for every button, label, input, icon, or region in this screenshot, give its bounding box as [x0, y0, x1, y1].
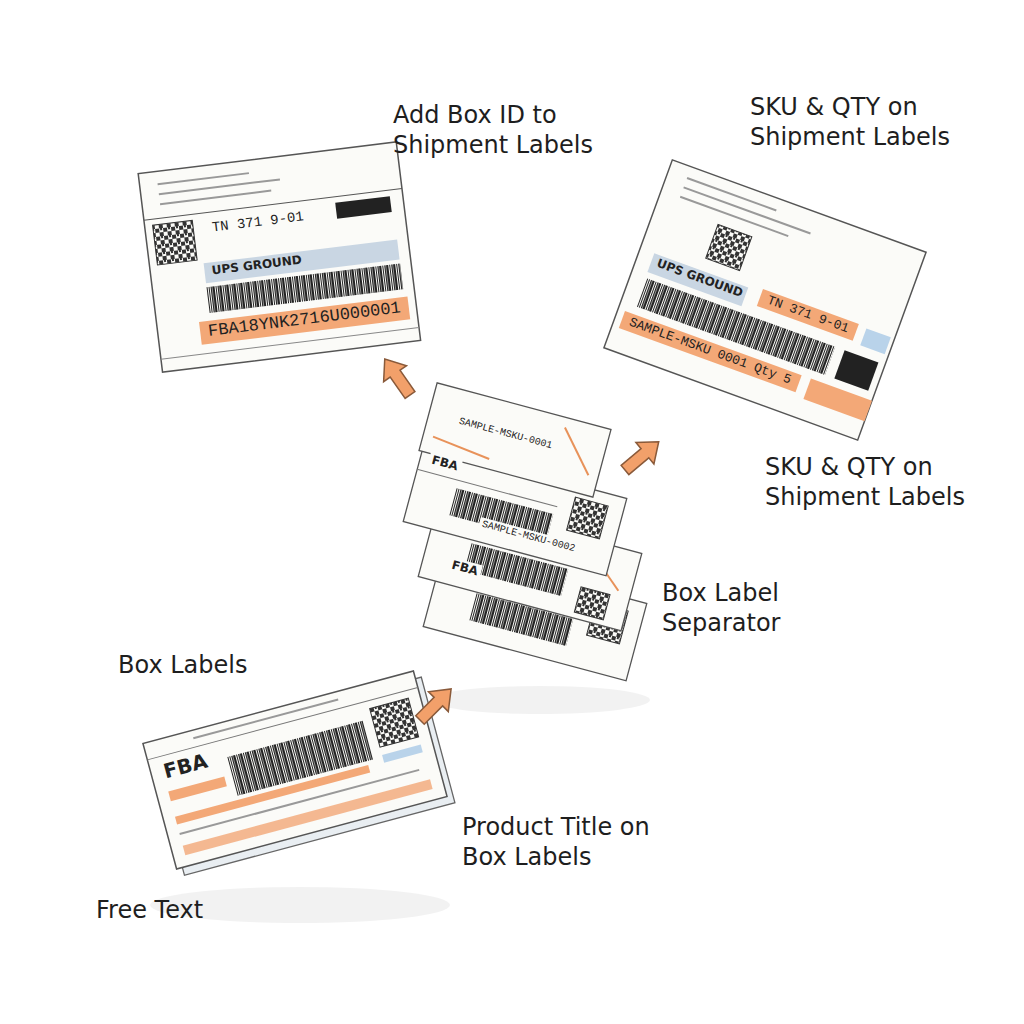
text-line: [193, 699, 338, 738]
flow-arrow: [616, 431, 668, 481]
qr-code: [370, 698, 419, 747]
color-block: [860, 328, 891, 354]
flow-arrow: [373, 351, 421, 403]
qr-code: [706, 224, 752, 270]
orange-band: [175, 765, 370, 824]
shadow: [430, 686, 650, 714]
black-block: [335, 196, 392, 219]
color-block: [382, 745, 423, 763]
sheet: [138, 142, 420, 372]
annotation: SKU & QTY on Shipment Labels: [750, 92, 965, 152]
qr-code: [153, 220, 198, 265]
annotation: Add Box ID to Shipment Labels: [393, 100, 608, 160]
separator-sheet: [419, 383, 611, 497]
shipment-label-sheet: [604, 160, 926, 440]
annotation: Box Label Separator: [662, 578, 812, 638]
orange-band: [183, 779, 433, 855]
qr-code: [574, 587, 610, 620]
sheet: [604, 160, 926, 440]
text-line: [158, 173, 249, 184]
annotation: Product Title on Box Labels: [462, 812, 677, 872]
black-block: [834, 350, 878, 391]
orange-stroke: [555, 427, 599, 475]
text-line: [684, 187, 811, 233]
sheet: [143, 671, 447, 869]
annotation: Box Labels: [118, 650, 248, 680]
box-label-sheet: [143, 669, 455, 876]
text-line: [160, 191, 271, 205]
orange-band: [803, 378, 872, 421]
flow-arrow: [410, 679, 461, 730]
annotation: SKU & QTY on Shipment Labels: [765, 452, 980, 512]
annotation: Free Text: [96, 895, 203, 925]
shipment-label-sheet: [138, 142, 420, 372]
qr-code: [567, 497, 609, 539]
sheet: [419, 383, 611, 497]
